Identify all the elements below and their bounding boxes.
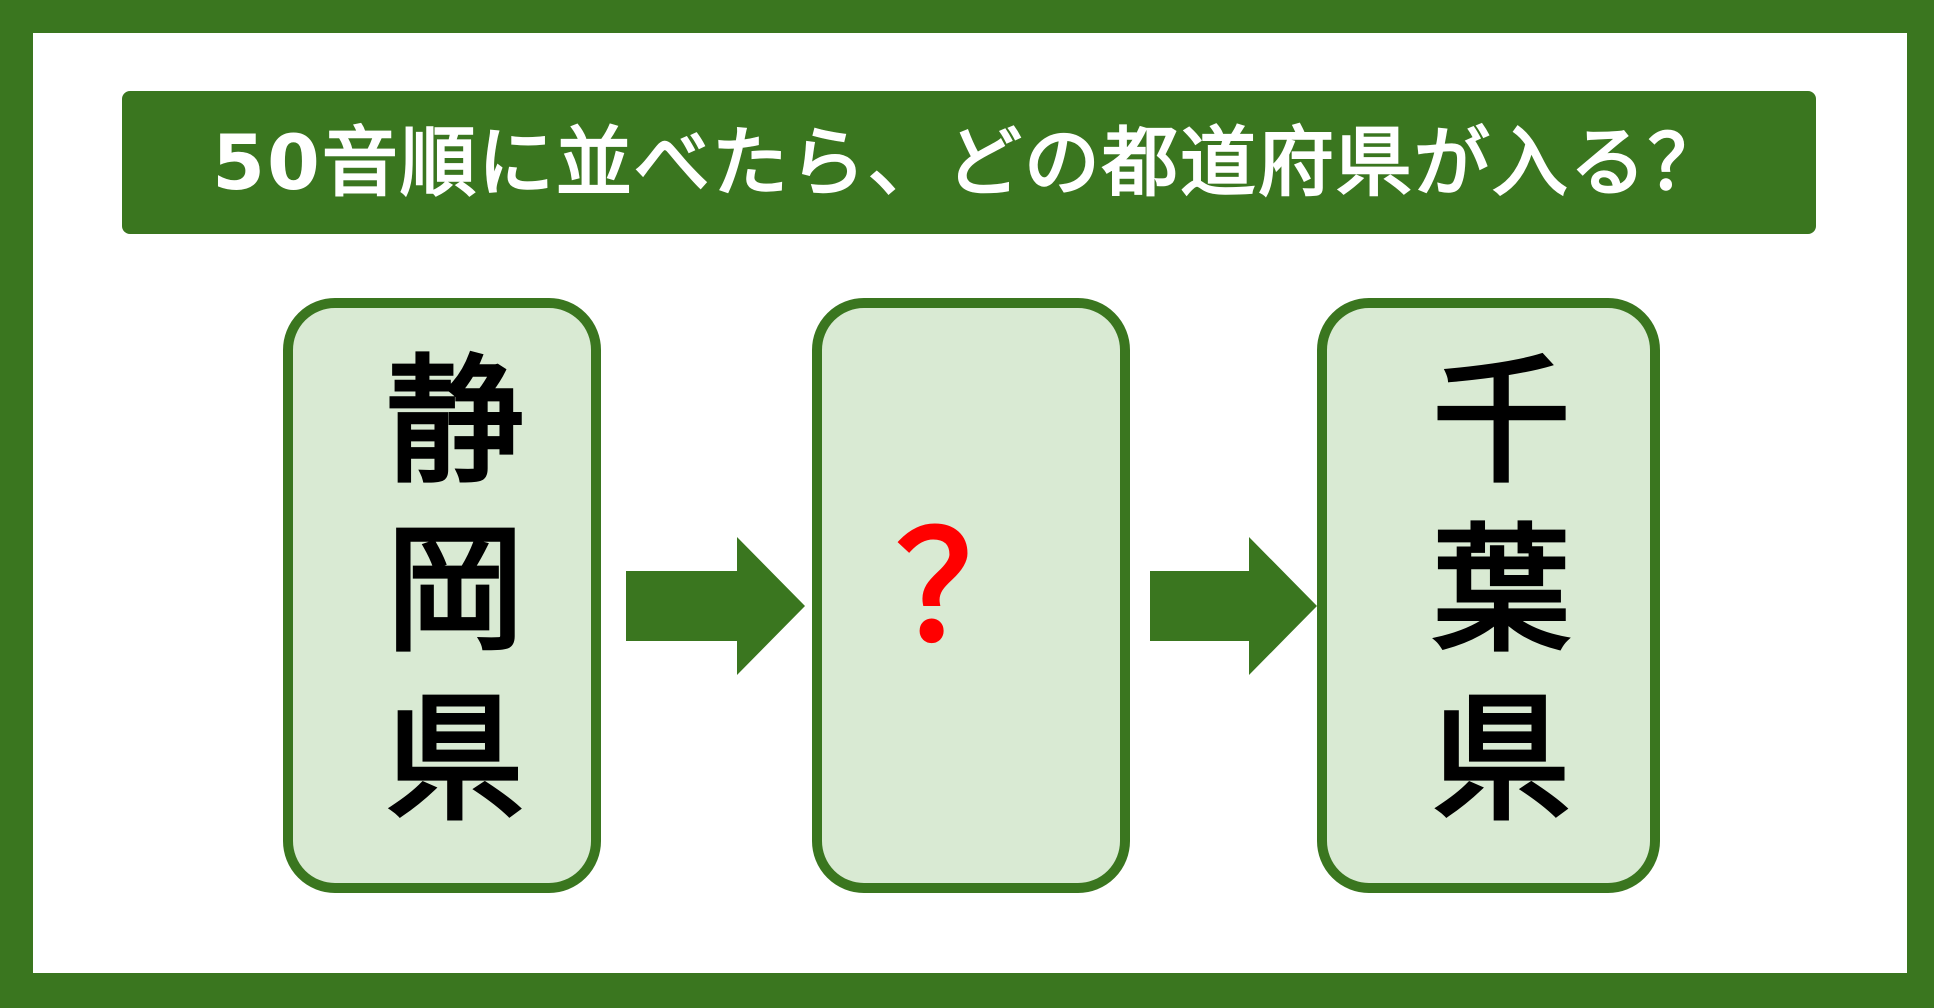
prefecture-name: 静岡県 bbox=[362, 348, 523, 855]
quiz-question-title: 50音順に並べたら、どの都道府県が入る？ bbox=[212, 117, 1726, 207]
question-mark: ？ bbox=[895, 501, 1046, 676]
title-banner: 50音順に並べたら、どの都道府県が入る？ bbox=[122, 91, 1816, 234]
prefecture-name: 千葉県 bbox=[1408, 348, 1570, 855]
card-prefecture-1: 静岡県 bbox=[283, 298, 601, 893]
arrow-right-icon bbox=[1150, 537, 1317, 675]
card-unknown-answer: ？ bbox=[812, 298, 1130, 893]
card-prefecture-3: 千葉県 bbox=[1317, 298, 1660, 893]
arrow-right-icon bbox=[626, 537, 805, 675]
